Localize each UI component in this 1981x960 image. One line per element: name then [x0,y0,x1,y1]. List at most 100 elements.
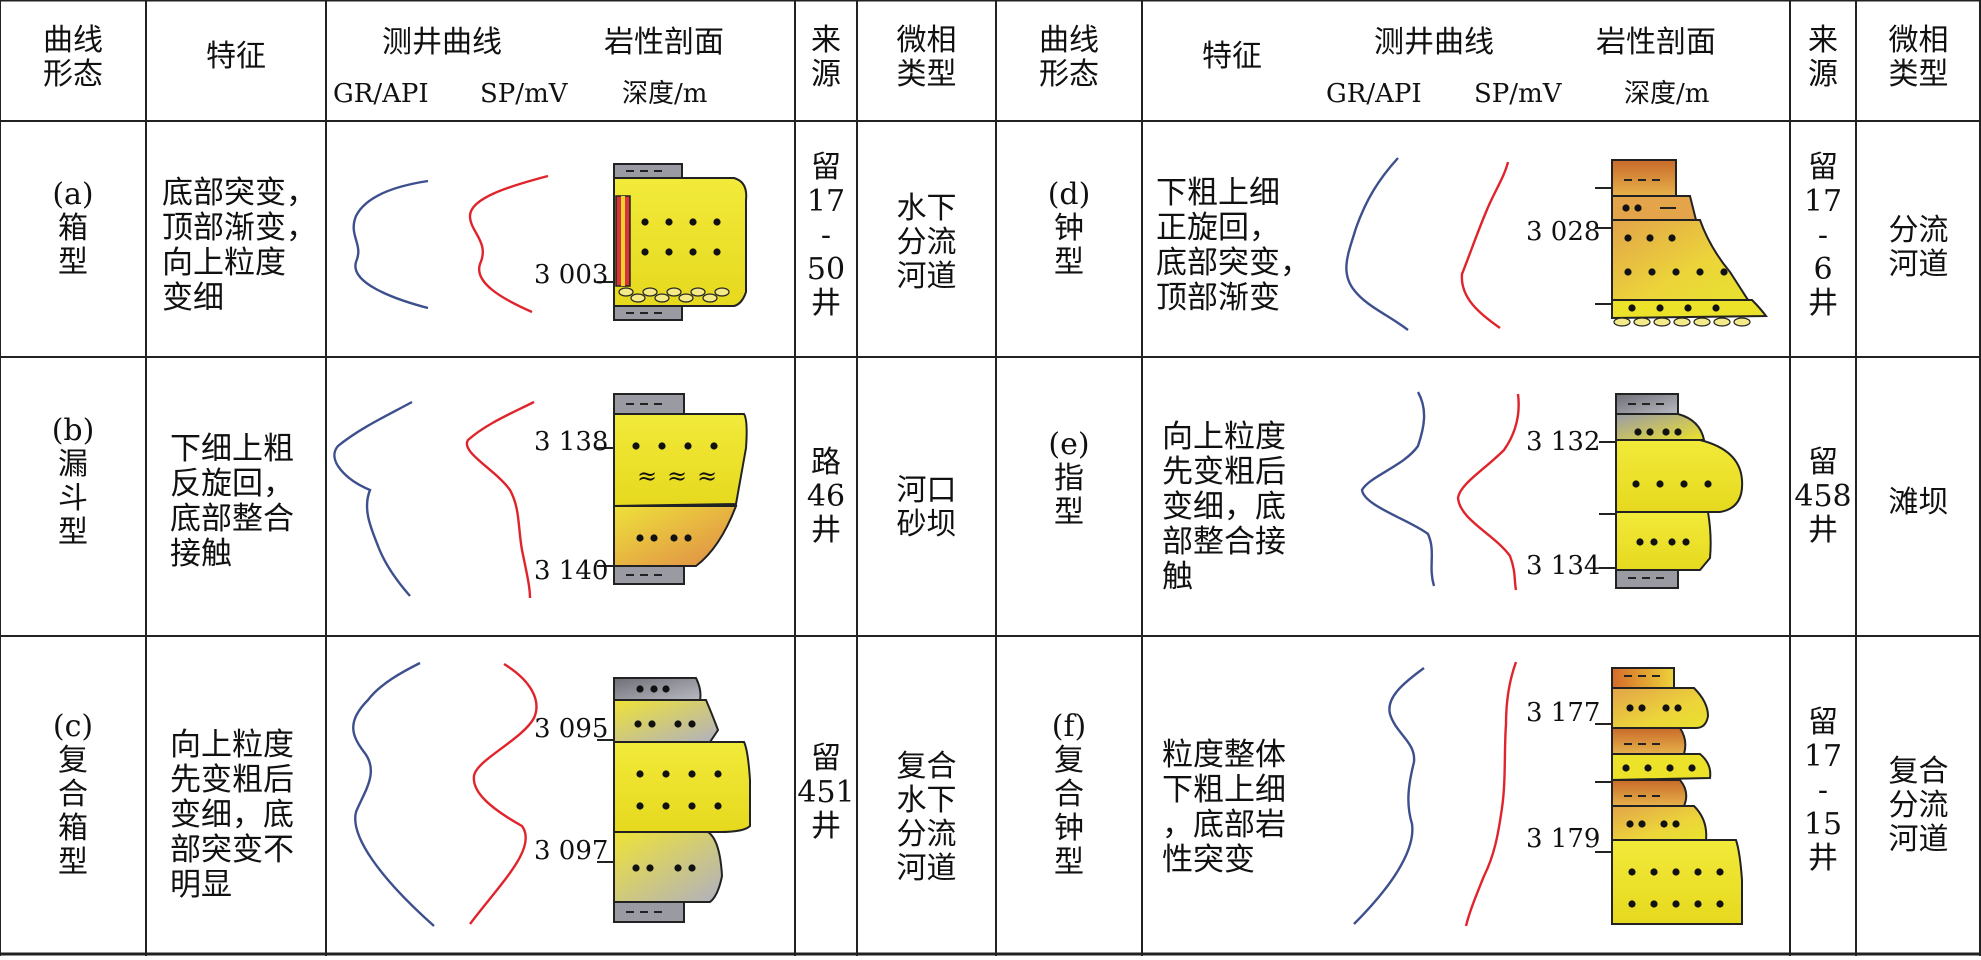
sandstone-layer [613,831,724,903]
fine-layer [1611,667,1675,689]
header-curve-shape: 曲线 形态 [43,23,103,92]
gravel-clast [714,287,730,297]
feature-text-c: 向上粒度 先变粗后 变细，底 部突变不 明显 [170,727,294,903]
sand-dot [1668,538,1676,546]
gravel-clast [1733,317,1751,327]
sandstone-body [613,741,751,833]
sand-dot [648,720,656,728]
sand-dot [713,218,721,226]
sandstone-layer [1611,687,1710,729]
source-b: 路 46 井 [806,445,846,548]
sand-dot [1634,428,1642,436]
header-feature: 特征 [206,39,266,74]
sand-dot [674,720,682,728]
gravel-clast [690,287,706,297]
depth-label-c-1: 3 095 [534,714,609,744]
sand-dot [1716,868,1724,876]
sp-curve-c [469,662,538,925]
sand-dot [714,770,722,778]
facies-a: 水下 分流 河道 [896,191,957,294]
feature-text-b: 下细上粗 反旋回， 底部整合 接触 [170,431,294,572]
header-curve-shape-2: 曲线 形态 [1039,23,1099,92]
sand-dot [1622,204,1630,212]
sp-curve-f [1464,661,1518,927]
sand-dot [1622,764,1630,772]
sand-dot [658,442,666,450]
sand-dot [710,442,718,450]
shape-label-b: (b) 漏 斗 型 [51,413,95,550]
depth-label-f-2: 3 179 [1526,824,1601,854]
sandstone-body [1611,839,1743,925]
sand-dot [714,802,722,810]
sand-dot [1656,480,1664,488]
sp-curve-e [1456,393,1520,591]
sand-dot [1646,428,1654,436]
gravel-clast [1633,317,1651,327]
sand-dot [713,248,721,256]
gr-curve-d [1345,157,1409,331]
facies-e: 滩坝 [1888,485,1949,520]
sand-dot [1716,900,1724,908]
sand-dot [1626,820,1634,828]
sand-dot [1712,304,1720,312]
header-sp: SP/mV [480,79,568,109]
sand-dot [688,720,696,728]
wave-symbol: ≈ [637,462,657,490]
sand-dot [662,802,670,810]
gr-curve-c [352,661,435,927]
sand-dot [665,218,673,226]
sand-dot [688,864,696,872]
header-microfacies: 微相 类型 [896,23,957,92]
gravel-clast [1653,317,1671,327]
sand-dot [1648,268,1656,276]
sandstone-body [1615,439,1744,513]
depth-label-c-2: 3 097 [534,836,609,866]
sand-dot [646,864,654,872]
marker-strip-inner [621,196,625,286]
header-log-curve-2: 测井曲线 [1374,25,1494,60]
feature-text-f: 粒度整体 下粗上细 ，底部岩 性突变 [1162,737,1286,878]
sand-dot [689,218,697,226]
sand-dot [1684,304,1692,312]
fine-layer [1611,779,1688,807]
fine-layer [1611,727,1687,755]
wave-symbol: ≈ [697,462,717,490]
sand-dot [1694,868,1702,876]
sand-dot [1650,538,1658,546]
header-sp-2: SP/mV [1474,79,1562,109]
sp-curve-a [468,174,549,314]
sand-dot [650,534,658,542]
sand-dot [684,442,692,450]
facies-f: 复合 分流 河道 [1888,754,1949,857]
sand-dot [1650,900,1658,908]
gr-curve-f [1353,667,1425,925]
header-gr-2: GR/API [1326,79,1422,109]
depth-label-b-2: 3 140 [534,556,609,586]
sand-dot [1720,268,1728,276]
sand-dot [1646,234,1654,242]
sand-dot [632,864,640,872]
shape-label-e: (e) 指 型 [1048,427,1090,530]
sand-dot [688,770,696,778]
header-depth-2: 深度/m [1624,79,1710,109]
gravel-clast [666,287,682,297]
sand-dot [1624,268,1632,276]
sand-dot [1672,900,1680,908]
mudstone-layer [613,565,685,585]
sp-curve-d [1460,161,1510,329]
gravel-clast [1673,317,1691,327]
sand-dot [636,802,644,810]
sand-dot [1650,868,1658,876]
gr-curve-e [1360,391,1436,587]
depth-label-a-1: 3 003 [534,260,609,290]
depth-label-f-1: 3 177 [1526,698,1601,728]
sand-dot [662,770,670,778]
sand-dot [1672,868,1680,876]
header-source-2: 来 源 [1808,23,1838,92]
feature-text-a: 底部突变， 顶部渐变， 向上粒度 变细 [162,175,317,316]
sand-dot [1660,820,1668,828]
sand-dot [632,442,640,450]
sand-dot [1636,538,1644,546]
